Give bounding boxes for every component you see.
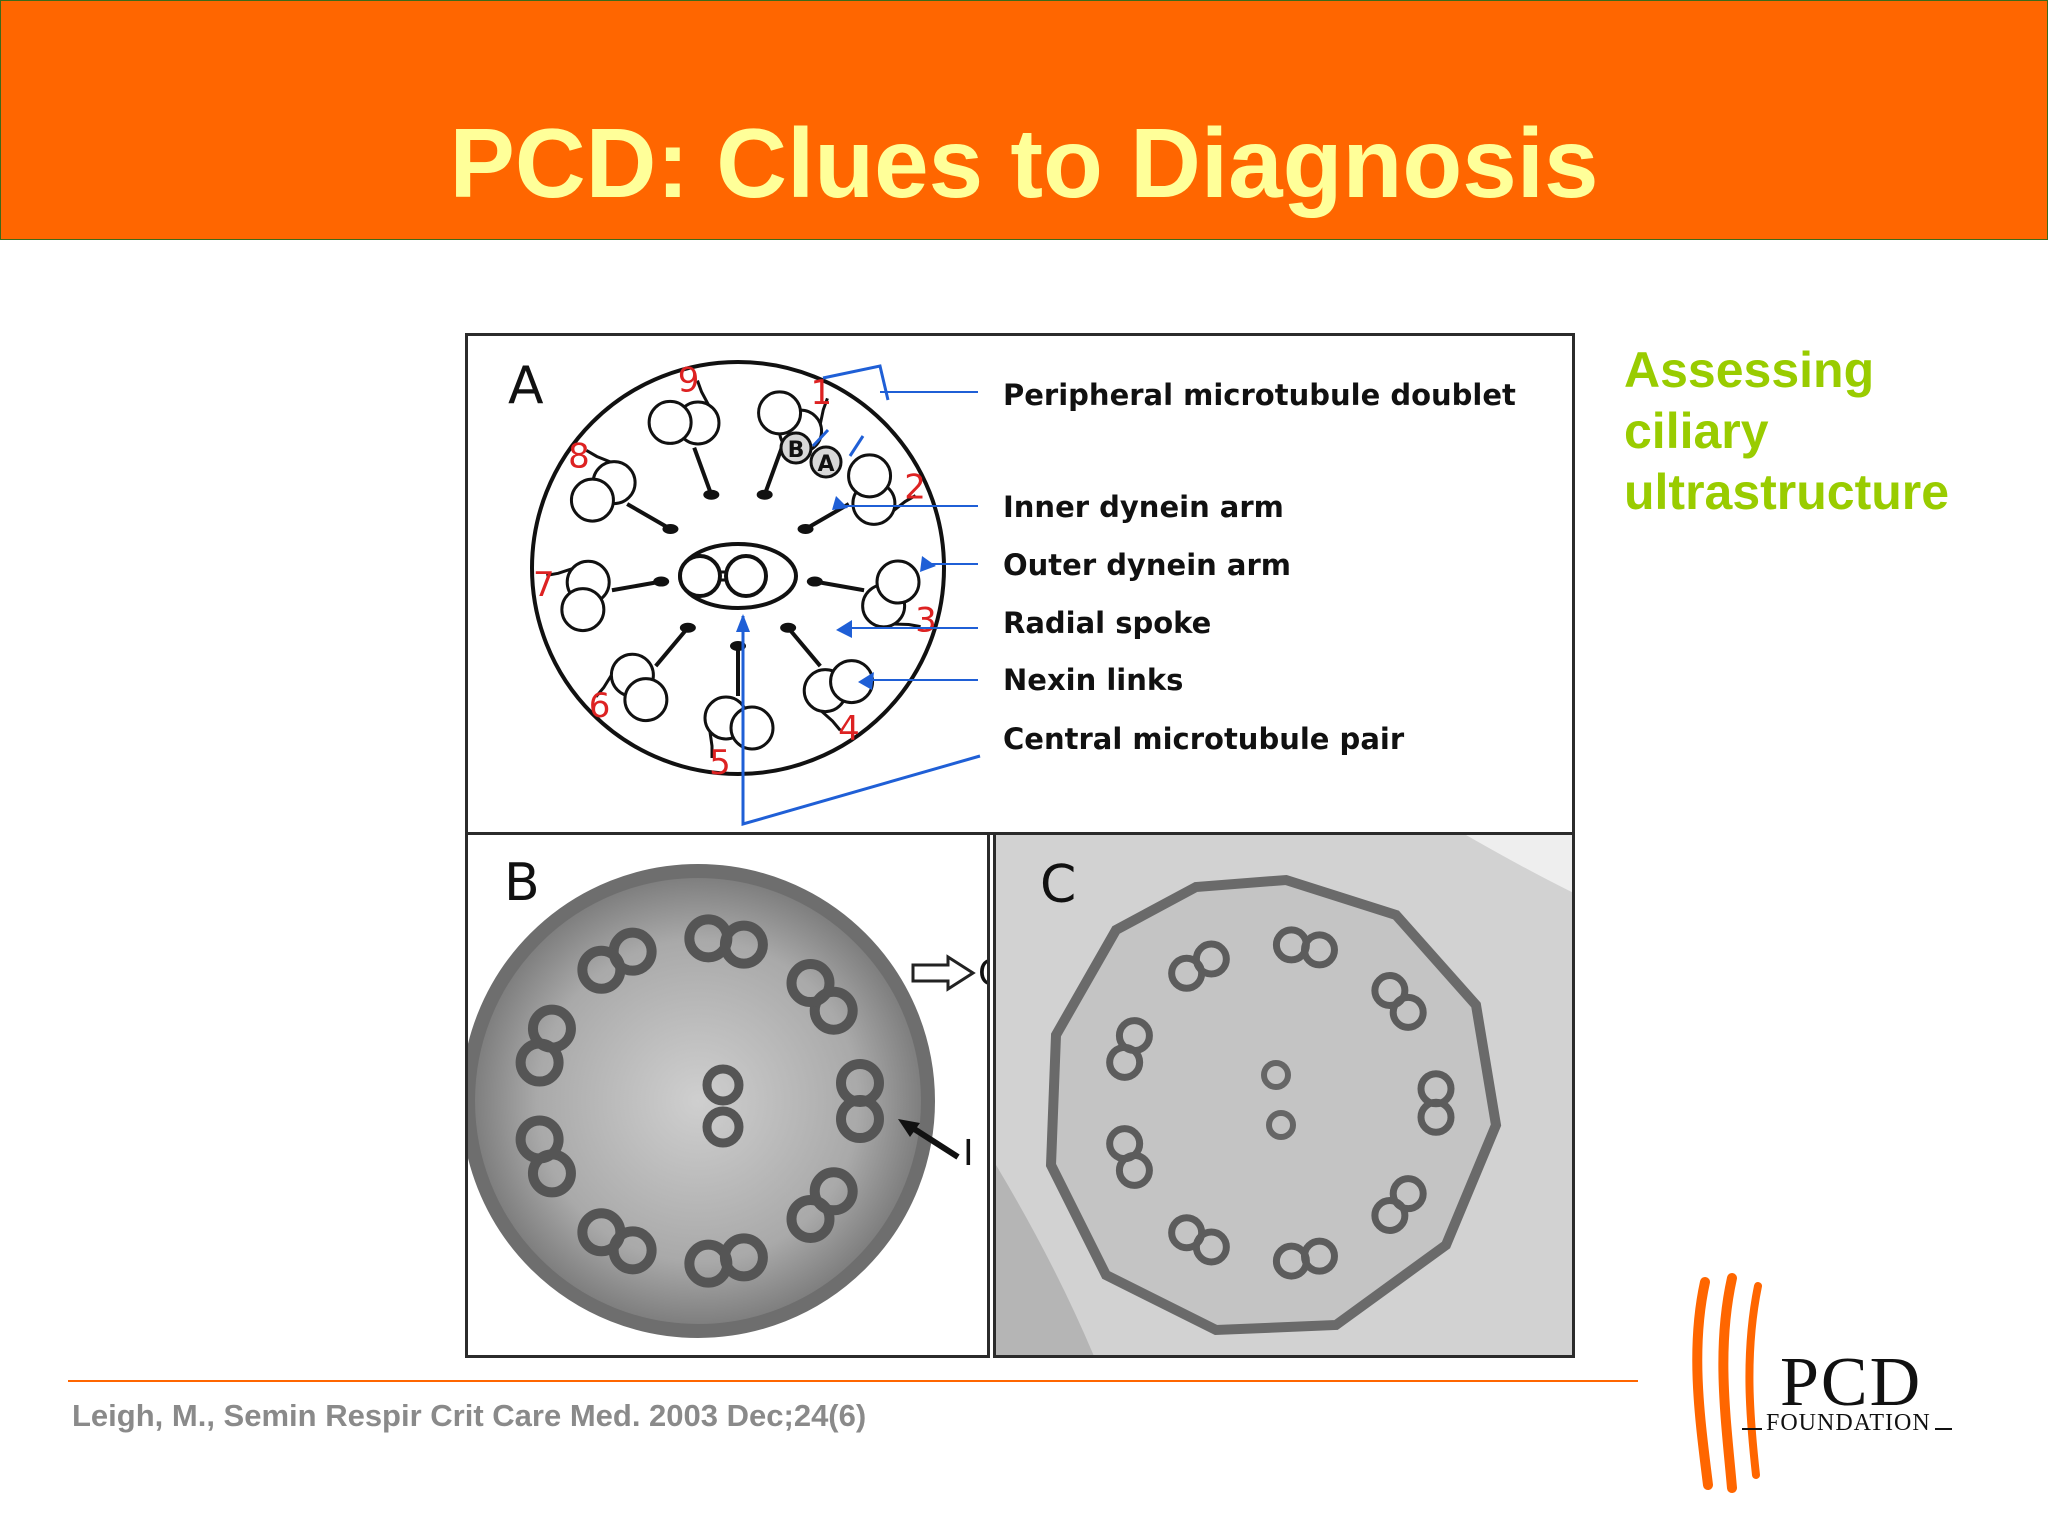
micrograph-tubule [1115,1151,1153,1189]
doublet-number: 3 [915,600,937,640]
slide-title: PCD: Clues to Diagnosis [449,108,1599,218]
spoke-head [797,524,814,534]
doublet-tubule [757,390,803,436]
micrograph-tubule [1389,1175,1427,1213]
axoneme-schematic: 1 2 3 4 5 6 7 8 9 B A [530,360,981,826]
doublet-group-b [515,914,884,1288]
micrograph-c [996,835,1572,1355]
label-nexin-links: Nexin links [1003,663,1184,697]
pointer-central-pair [741,616,981,826]
radial-spoke [611,580,658,593]
micrograph-tubule [1106,1043,1144,1081]
micrograph-tubule [786,1194,835,1243]
bracket-doublet [822,364,890,401]
micrograph-tubule [1417,1070,1455,1108]
doublet-number: 5 [709,743,731,783]
central-tubule-left [678,554,722,598]
a-tubule-marker [809,445,843,479]
spoke-head [679,622,696,633]
radial-spoke [789,629,822,668]
logo-flame-icon [1692,1273,1762,1493]
citation: Leigh, M., Semin Respir Crit Care Med. 2… [72,1398,867,1433]
micrograph-tubule [1371,1196,1409,1234]
micrograph-tubule [1192,1228,1230,1266]
doublet-tubule [875,559,921,605]
doublet-tubule [560,587,606,633]
micrograph-tubule [515,1038,564,1087]
spoke-head [780,622,797,633]
radial-spoke [818,580,865,593]
micrograph-tubule [1300,1237,1338,1275]
label-radial-spoke: Radial spoke [1003,606,1212,640]
title-bar [0,0,2048,240]
label-outer-dynein-arm: Outer dynein arm [1003,548,1291,582]
logo-foundation-text: FOUNDATION [1762,1410,1935,1437]
doublet-number: 2 [904,468,926,508]
micrograph-tubule [1168,954,1206,992]
doublet-tubule [623,677,669,723]
panel-a-diagram: A 1 2 3 4 5 6 7 8 9 B A [465,333,1575,835]
solid-arrow-inner [906,1122,960,1160]
panel-a-letter: A [508,356,544,416]
a-tubule-letter: A [817,452,834,477]
doublet-tubule [569,477,615,523]
micrograph-tubule [684,914,733,963]
side-note: Assessing ciliary ultrastructure [1624,342,1950,520]
micrograph-tubule [1389,993,1427,1031]
arrow-label-o: O [978,953,990,994]
doublet-number: 7 [533,565,555,605]
footer-rule [68,1380,1638,1382]
b-tubule-letter: B [788,438,805,463]
label-peripheral-doublet: Peripheral microtubule doublet [1003,378,1516,412]
label-central-pair: Central microtubule pair [1003,722,1405,756]
doublet-group-c [1106,926,1455,1280]
doublet-tubule [729,705,775,751]
open-arrow-outer [911,954,976,992]
cilium-cross-section-b [468,864,935,1338]
radial-spoke [692,447,712,492]
logo-pcd-text: PCD [1780,1344,1923,1421]
radial-spoke [626,502,668,529]
doublet-tubule [847,453,893,499]
micrograph-tubule [527,1149,576,1198]
membrane-circle [530,360,946,776]
micrograph-tubule [1272,926,1310,964]
spoke-head [653,576,670,587]
micrograph-tubule [1371,972,1409,1010]
radial-spoke [654,629,687,668]
doublet-tubule [647,399,693,445]
micrograph-tubule [719,1233,768,1282]
panel-b-micrograph: O I B [465,832,990,1358]
panel-b-letter: B [504,853,540,913]
micrograph-tubule [786,959,835,1008]
panel-c-micrograph: C [993,832,1575,1358]
spoke-head [756,489,773,500]
doublet-number: 8 [568,436,590,476]
micrograph-tubule [809,1167,858,1216]
doublet-number: 1 [810,373,832,413]
micrograph-b: O I [468,864,990,1338]
arrow-label-i: I [963,1133,974,1174]
spoke-head [662,524,679,534]
label-inner-dynein-arm: Inner dynein arm [1003,490,1284,524]
micrograph-tubule [836,1058,884,1107]
panel-c-letter: C [1040,855,1077,915]
cilia-figure: A 1 2 3 4 5 6 7 8 9 B A [465,333,1575,1358]
cilium-cross-section-c [1045,874,1502,1336]
spoke-head [703,489,720,500]
micrograph-tubule [809,986,858,1035]
doublet-number: 6 [589,686,611,726]
radial-spoke [764,447,784,492]
doublet-number: 9 [678,361,700,401]
doublet-number: 4 [838,709,860,749]
b-tubule-marker [779,431,813,465]
spoke-head [806,576,823,587]
micrograph-tubule [608,1226,657,1275]
pcd-foundation-logo: PCD FOUNDATION [1670,1270,2000,1500]
micrograph-tubule [577,945,626,994]
central-tubule-right [724,554,768,598]
